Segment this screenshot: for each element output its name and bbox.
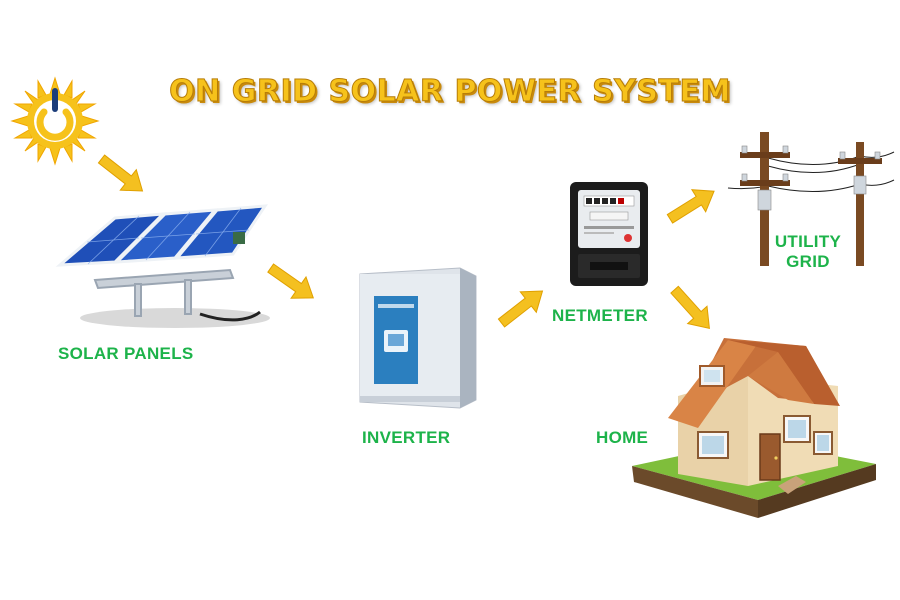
inverter-icon xyxy=(359,267,477,409)
home-label: HOME xyxy=(596,428,649,447)
electric-meter-icon xyxy=(570,182,648,286)
arrow-icon xyxy=(267,263,314,299)
utility-grid-label-line1: UTILITY xyxy=(774,232,842,251)
solar-panel-icon xyxy=(55,204,270,328)
arrow-icon xyxy=(670,285,710,329)
diagram-title: ON GRID SOLAR POWER SYSTEM xyxy=(169,74,731,110)
utility-pole-icon xyxy=(727,132,895,266)
house-icon xyxy=(632,338,876,518)
arrow-icon xyxy=(97,154,144,192)
utility-grid-label-line2: GRID xyxy=(786,251,830,271)
arrow-icon xyxy=(497,290,544,328)
solar-panels-label: SOLAR PANELS xyxy=(58,344,194,363)
inverter-label: INVERTER xyxy=(362,428,451,447)
sun-power-icon xyxy=(10,76,100,166)
utility-grid-label: UTILITY GRID xyxy=(768,232,848,271)
arrow-icon xyxy=(666,189,715,224)
netmeter-label: NETMETER xyxy=(552,306,648,325)
